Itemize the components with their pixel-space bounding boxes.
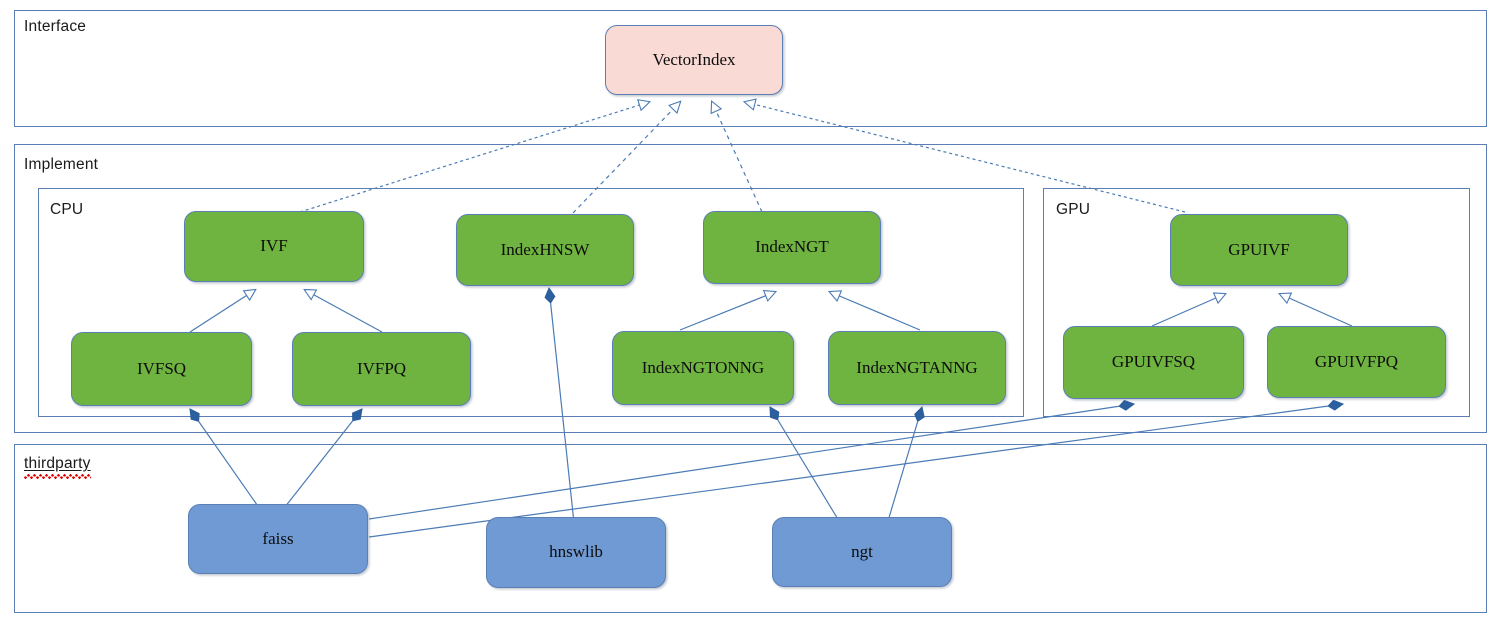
node-ivfpq[interactable]: IVFPQ xyxy=(292,332,471,406)
node-gpuivf[interactable]: GPUIVF xyxy=(1170,214,1348,286)
frame-thirdparty-label-text: thirdparty xyxy=(24,455,91,472)
node-gpuivfsq[interactable]: GPUIVFSQ xyxy=(1063,326,1244,399)
node-indexhnsw[interactable]: IndexHNSW xyxy=(456,214,634,286)
node-ivfsq[interactable]: IVFSQ xyxy=(71,332,252,406)
spellcheck-squiggle xyxy=(24,474,91,479)
node-ivf[interactable]: IVF xyxy=(184,211,364,282)
node-indexngtonng[interactable]: IndexNGTONNG xyxy=(612,331,794,405)
frame-interface-label: Interface xyxy=(24,18,87,35)
frame-implement-label: Implement xyxy=(24,156,99,173)
frame-gpu-label: GPU xyxy=(1056,201,1091,218)
frame-thirdparty-label: thirdparty xyxy=(24,455,91,479)
node-faiss[interactable]: faiss xyxy=(188,504,368,574)
frame-cpu-label: CPU xyxy=(50,201,84,218)
node-vectorindex[interactable]: VectorIndex xyxy=(605,25,783,95)
node-gpuivfpq[interactable]: GPUIVFPQ xyxy=(1267,326,1446,398)
node-ngt[interactable]: ngt xyxy=(772,517,952,587)
node-hnswlib[interactable]: hnswlib xyxy=(486,517,666,588)
node-indexngtanng[interactable]: IndexNGTANNG xyxy=(828,331,1006,405)
node-indexngt[interactable]: IndexNGT xyxy=(703,211,881,284)
